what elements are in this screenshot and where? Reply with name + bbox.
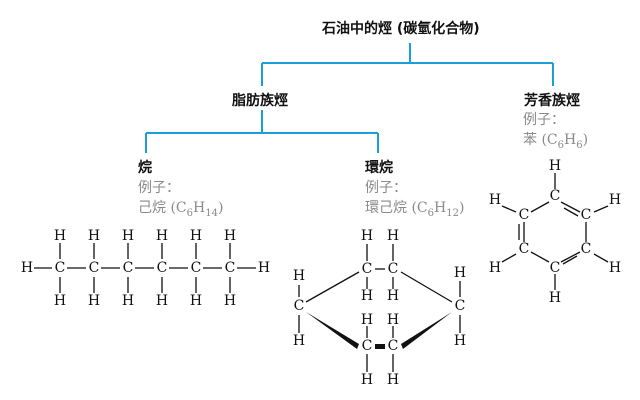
cyclohexane-carbon-4: C [455, 298, 466, 314]
benzene-carbon-6: C [550, 260, 561, 276]
cyclohexane-carbon-2: C [388, 261, 399, 277]
alkane-example-name: 己烷 (C6H14) [138, 200, 224, 219]
benzene-carbon-3: C [581, 207, 592, 223]
cyclohexane-carbon-1: C [362, 261, 373, 277]
alkane-formula: (C6H14) [166, 200, 224, 219]
cycloalkane-title: 環烷 [365, 160, 393, 176]
cycloalkane-example-prefix: 例子： [365, 180, 407, 196]
hexane-carbon-2: C [89, 260, 100, 276]
cyclohexane-h-12: H [387, 372, 399, 388]
benzene-h-6: H [549, 290, 561, 306]
cyclohexane-h-3: H [361, 288, 373, 304]
cyclohexane-h-9: H [361, 312, 373, 328]
hexane-h-top-6: H [224, 228, 236, 244]
alkane-title: 烷 [138, 160, 152, 176]
aromatic-example-prefix: 例子： [523, 112, 565, 128]
cyclohexane-h-5: H [293, 268, 305, 284]
hexane-h-right: H [258, 260, 270, 276]
cycloalkane-example: 例子： 環己烷 (C6H12) [365, 178, 464, 224]
benzene-carbon-2: C [519, 207, 530, 223]
hexane-carbon-5: C [191, 260, 202, 276]
cyclohexane-h-7: H [454, 265, 466, 281]
hexane-h-bottom-4: H [156, 293, 168, 309]
hexane-carbon-1: C [55, 260, 66, 276]
cyclohexane-h-6: H [293, 333, 305, 349]
hexane-h-top-3: H [122, 228, 134, 244]
benzene-h-1: H [549, 158, 561, 174]
alkane-example-prefix: 例子： [138, 180, 180, 196]
hexane-h-top-5: H [190, 228, 202, 244]
cyclohexane-h-8: H [454, 333, 466, 349]
hexane-carbon-6: C [225, 260, 236, 276]
benzene-structure [501, 173, 609, 290]
hexane-h-bottom-5: H [190, 293, 202, 309]
cyclohexane-h-4: H [387, 288, 399, 304]
hexane-structure [34, 243, 256, 293]
hexane-h-top-1: H [54, 228, 66, 244]
hexane-carbon-3: C [123, 260, 134, 276]
benzene-h-3: H [609, 192, 621, 208]
aromatic-example: 例子： 苯 (C6H6) [523, 110, 588, 156]
aliphatic-title: 脂肪族烴 [232, 93, 288, 109]
cyclohexane-wedges [306, 312, 452, 349]
cyclohexane-carbon-3: C [294, 298, 305, 314]
hexane-h-top-4: H [156, 228, 168, 244]
hexane-h-bottom-2: H [88, 293, 100, 309]
benzene-carbon-5: C [581, 241, 592, 257]
root-title: 石油中的烴 (碳氫化合物) [322, 21, 480, 37]
cyclohexane-h-1: H [361, 228, 373, 244]
benzene-h-5: H [609, 260, 621, 276]
hexane-h-bottom-1: H [54, 293, 66, 309]
hexane-h-top-2: H [88, 228, 100, 244]
hexane-carbon-4: C [157, 260, 168, 276]
benzene-h-2: H [489, 192, 501, 208]
aromatic-formula: (C6H6) [537, 132, 589, 151]
cyclohexane-structure [298, 244, 461, 372]
hexane-h-bottom-6: H [224, 293, 236, 309]
aromatic-title: 芳香族烴 [524, 93, 580, 109]
alkane-example: 例子： 己烷 (C6H14) [138, 178, 223, 224]
benzene-carbon-1: C [550, 188, 561, 204]
hexane-h-bottom-3: H [122, 293, 134, 309]
hexane-h-left: H [21, 260, 33, 276]
benzene-carbon-4: C [519, 241, 530, 257]
benzene-h-4: H [489, 260, 501, 276]
cycloalkane-formula: (C6H12) [407, 200, 465, 219]
cyclohexane-h-10: H [387, 312, 399, 328]
cycloalkane-example-name: 環己烷 (C6H12) [365, 200, 465, 219]
cyclohexane-carbon-5: C [362, 338, 373, 354]
cyclohexane-h-2: H [387, 228, 399, 244]
aromatic-example-name: 苯 (C6H6) [523, 132, 589, 151]
cyclohexane-h-11: H [361, 372, 373, 388]
cyclohexane-carbon-6: C [388, 338, 399, 354]
